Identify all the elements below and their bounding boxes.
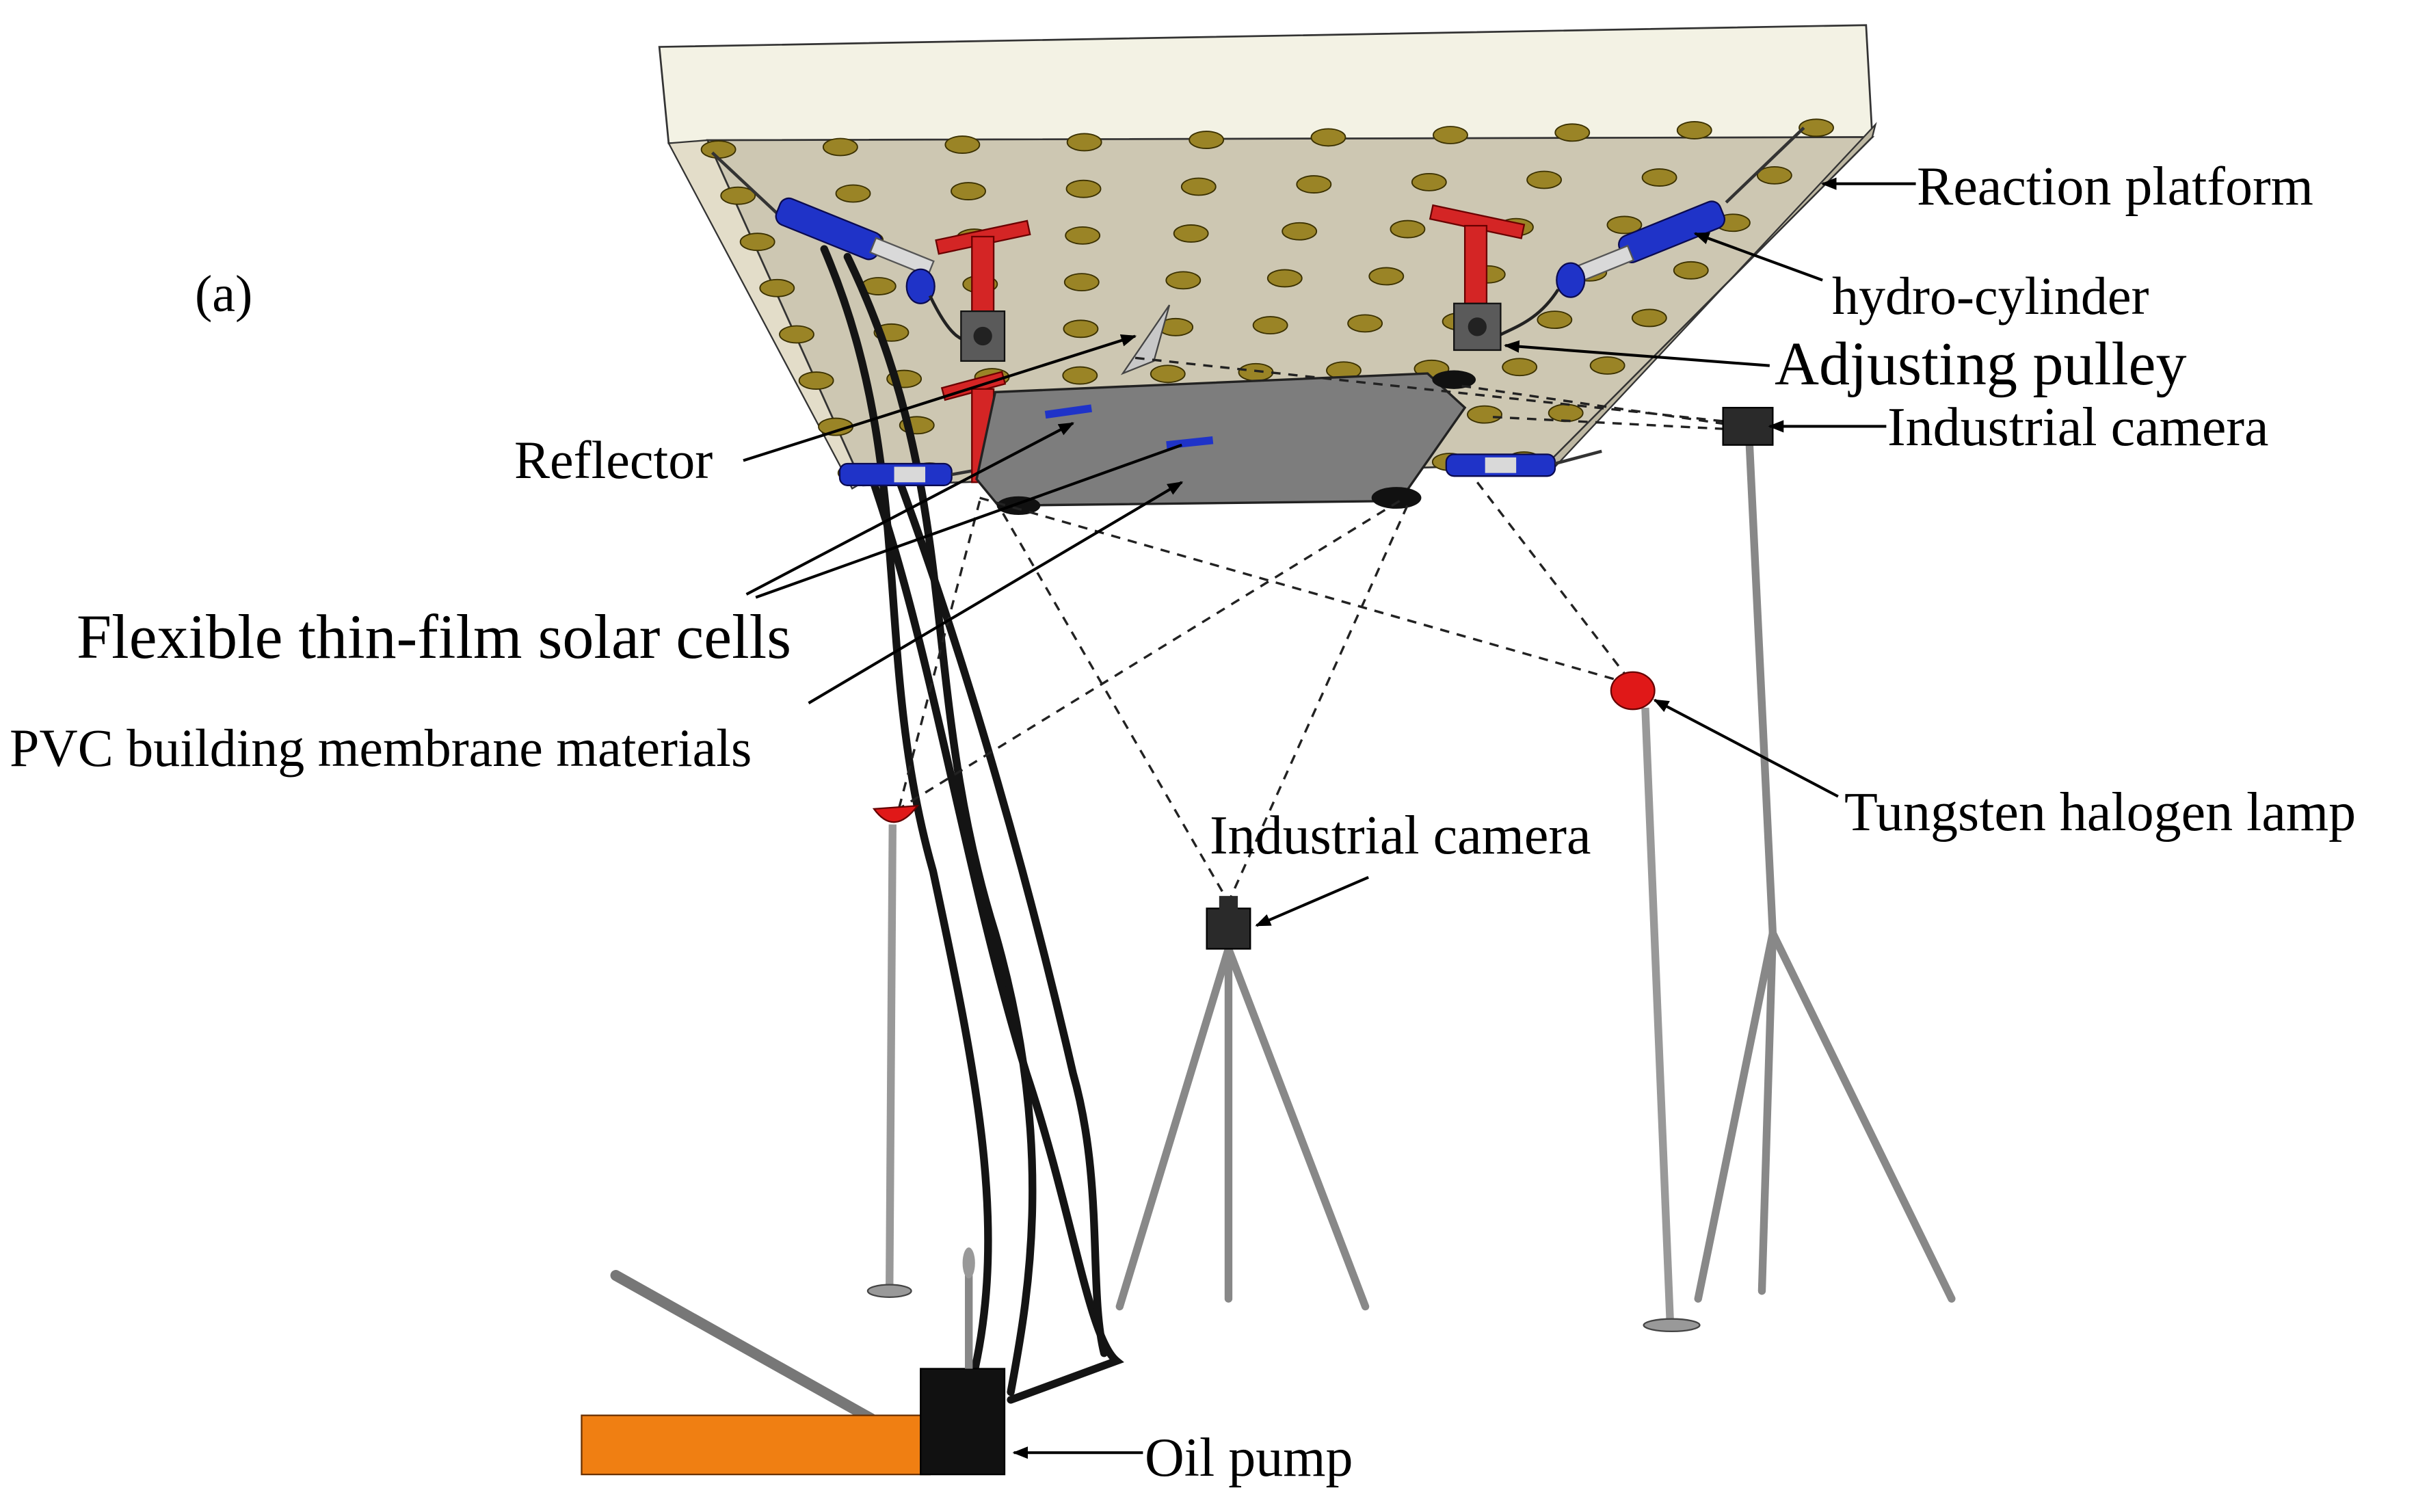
platform-hole	[835, 184, 871, 203]
platform-hole	[1062, 366, 1098, 385]
leader-arrows	[743, 177, 1916, 1459]
platform-hole	[1180, 177, 1217, 196]
hose-1	[820, 245, 992, 1404]
label-hydro-cylinder: hydro-cylinder	[1832, 266, 2149, 326]
platform-hole	[951, 182, 986, 200]
platform-hole	[1189, 131, 1225, 149]
platform-hole	[1631, 308, 1667, 328]
platform-hole	[1676, 121, 1712, 140]
label-pvc-membrane: PVC building membrane materials	[10, 718, 752, 778]
platform-hole	[1467, 405, 1502, 424]
platform-hole	[1368, 267, 1405, 286]
hose-2	[843, 252, 1037, 1396]
industrial-camera-right	[1694, 406, 1956, 1303]
platform-hole	[1282, 222, 1318, 241]
platform-hole	[1063, 319, 1099, 339]
platform-hole	[1296, 175, 1332, 194]
label-tungsten-lamp: Tungsten halogen lamp	[1844, 782, 2357, 843]
platform-hole	[1150, 364, 1186, 384]
label-reflector: Reflector	[514, 430, 713, 490]
oil-pump	[581, 1247, 1006, 1476]
tungsten-lamp-left	[866, 804, 920, 1298]
panel-label: (a)	[195, 265, 253, 323]
platform-hole	[779, 325, 814, 344]
platform-hole	[1641, 168, 1677, 187]
platform-hole	[822, 137, 858, 157]
platform-hole	[1310, 128, 1346, 147]
label-industrial-camera-right: Industrial camera	[1887, 397, 2269, 457]
industrial-camera-center	[1115, 896, 1370, 1311]
platform-hole	[1537, 310, 1573, 330]
platform-hole	[1238, 362, 1274, 382]
platform-hole	[1411, 172, 1447, 191]
hydro-cylinder-bottom-right	[1445, 449, 1602, 477]
platform-hole	[739, 233, 775, 252]
pvc-membrane	[975, 370, 1476, 516]
platform-hole	[944, 135, 981, 155]
platform-hole	[1065, 226, 1101, 245]
platform-hole	[720, 186, 756, 205]
solar-cell-1	[1044, 404, 1092, 419]
hose-4	[890, 462, 1109, 1357]
hydro-cylinder-top-right	[1500, 127, 1805, 336]
label-flexible-solar-cells: Flexible thin-film solar cells	[77, 602, 792, 672]
label-industrial-camera-center: Industrial camera	[1210, 806, 1591, 866]
platform-hole	[1798, 118, 1834, 137]
platform-hole	[759, 278, 795, 297]
platform-hole	[700, 140, 736, 159]
platform-hole	[1673, 261, 1709, 280]
platform-hole	[1173, 224, 1209, 243]
platform-hole	[1433, 126, 1468, 144]
platform-hole	[1165, 271, 1202, 290]
platform-hole	[1756, 165, 1792, 185]
label-reaction-platform: Reaction platform	[1917, 157, 2313, 217]
platform-hole	[1066, 133, 1102, 152]
platform-hole	[1526, 170, 1563, 189]
platform-hole	[1065, 179, 1102, 198]
platform-hole	[1502, 358, 1538, 377]
platform-hole	[798, 371, 834, 390]
label-adjusting-pulley: Adjusting pulley	[1775, 330, 2187, 398]
tungsten-lamp-right	[1610, 671, 1701, 1333]
platform-hole	[1266, 269, 1303, 288]
reflector	[1120, 304, 1171, 375]
label-oil-pump: Oil pump	[1145, 1428, 1353, 1488]
platform-hole	[1606, 215, 1643, 235]
hydro-cylinder-top-left	[711, 151, 984, 343]
sight-lines	[897, 356, 1742, 903]
platform-hole	[1548, 403, 1584, 423]
hose-3	[866, 470, 1124, 1404]
platform-hole	[1063, 273, 1100, 292]
pulley-bracket-left	[935, 220, 1031, 362]
platform-hole	[1252, 316, 1288, 335]
platform-hole	[1390, 220, 1426, 239]
platform-hole	[1589, 356, 1625, 375]
platform-hole	[1554, 123, 1591, 142]
platform-hole	[1347, 314, 1383, 333]
pulley-bracket-right	[1429, 204, 1526, 352]
